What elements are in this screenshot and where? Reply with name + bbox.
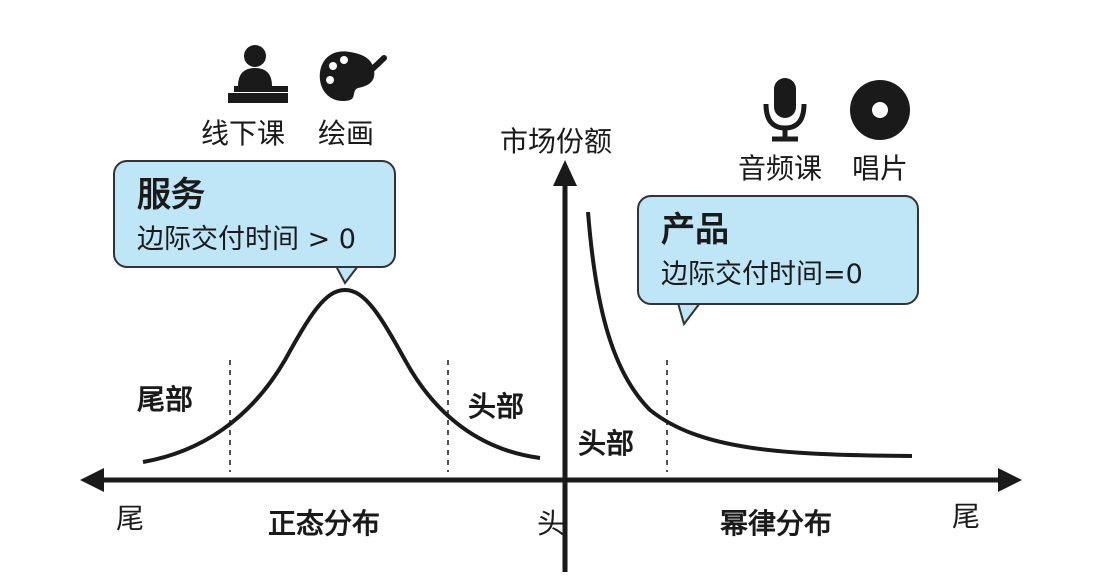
audio-class-label: 音频课 xyxy=(738,152,823,185)
normal-tail-label: 尾部 xyxy=(137,383,194,416)
x-axis-left-arrow xyxy=(80,468,104,492)
power-law-head-label: 头部 xyxy=(578,427,635,460)
palette-icon xyxy=(319,51,387,102)
y-axis-arrow xyxy=(553,160,577,186)
microphone-icon xyxy=(763,78,807,142)
offline-class-label: 线下课 xyxy=(201,117,286,150)
y-axis-label: 市场份额 xyxy=(500,125,613,158)
power-law-curve xyxy=(586,211,913,458)
vinyl-record-icon xyxy=(850,80,910,140)
service-bubble-title: 服务 xyxy=(137,175,205,215)
service-bubble: 服务 边际交付时间 > 0 xyxy=(113,160,396,268)
service-bubble-subtitle: 边际交付时间 > 0 xyxy=(137,224,356,255)
x-axis-right-arrow xyxy=(998,468,1022,492)
normal-distribution-curve xyxy=(142,287,541,464)
product-bubble: 产品 边际交付时间=0 xyxy=(637,195,919,305)
normal-distribution-label: 正态分布 xyxy=(268,507,381,540)
product-bubble-title: 产品 xyxy=(661,210,729,250)
service-bubble-tail xyxy=(334,265,361,285)
center-head-label: 头 xyxy=(537,507,566,540)
record-label: 唱片 xyxy=(852,152,909,185)
product-bubble-subtitle: 边际交付时间=0 xyxy=(661,259,863,290)
power-law-distribution-label: 幂律分布 xyxy=(720,507,833,540)
product-bubble-tail xyxy=(676,302,703,327)
left-tail-label: 尾 xyxy=(116,502,145,535)
normal-head-label: 头部 xyxy=(468,390,525,423)
teacher-icon xyxy=(228,45,288,103)
right-tail-label: 尾 xyxy=(952,500,981,533)
painting-label: 绘画 xyxy=(318,117,375,150)
